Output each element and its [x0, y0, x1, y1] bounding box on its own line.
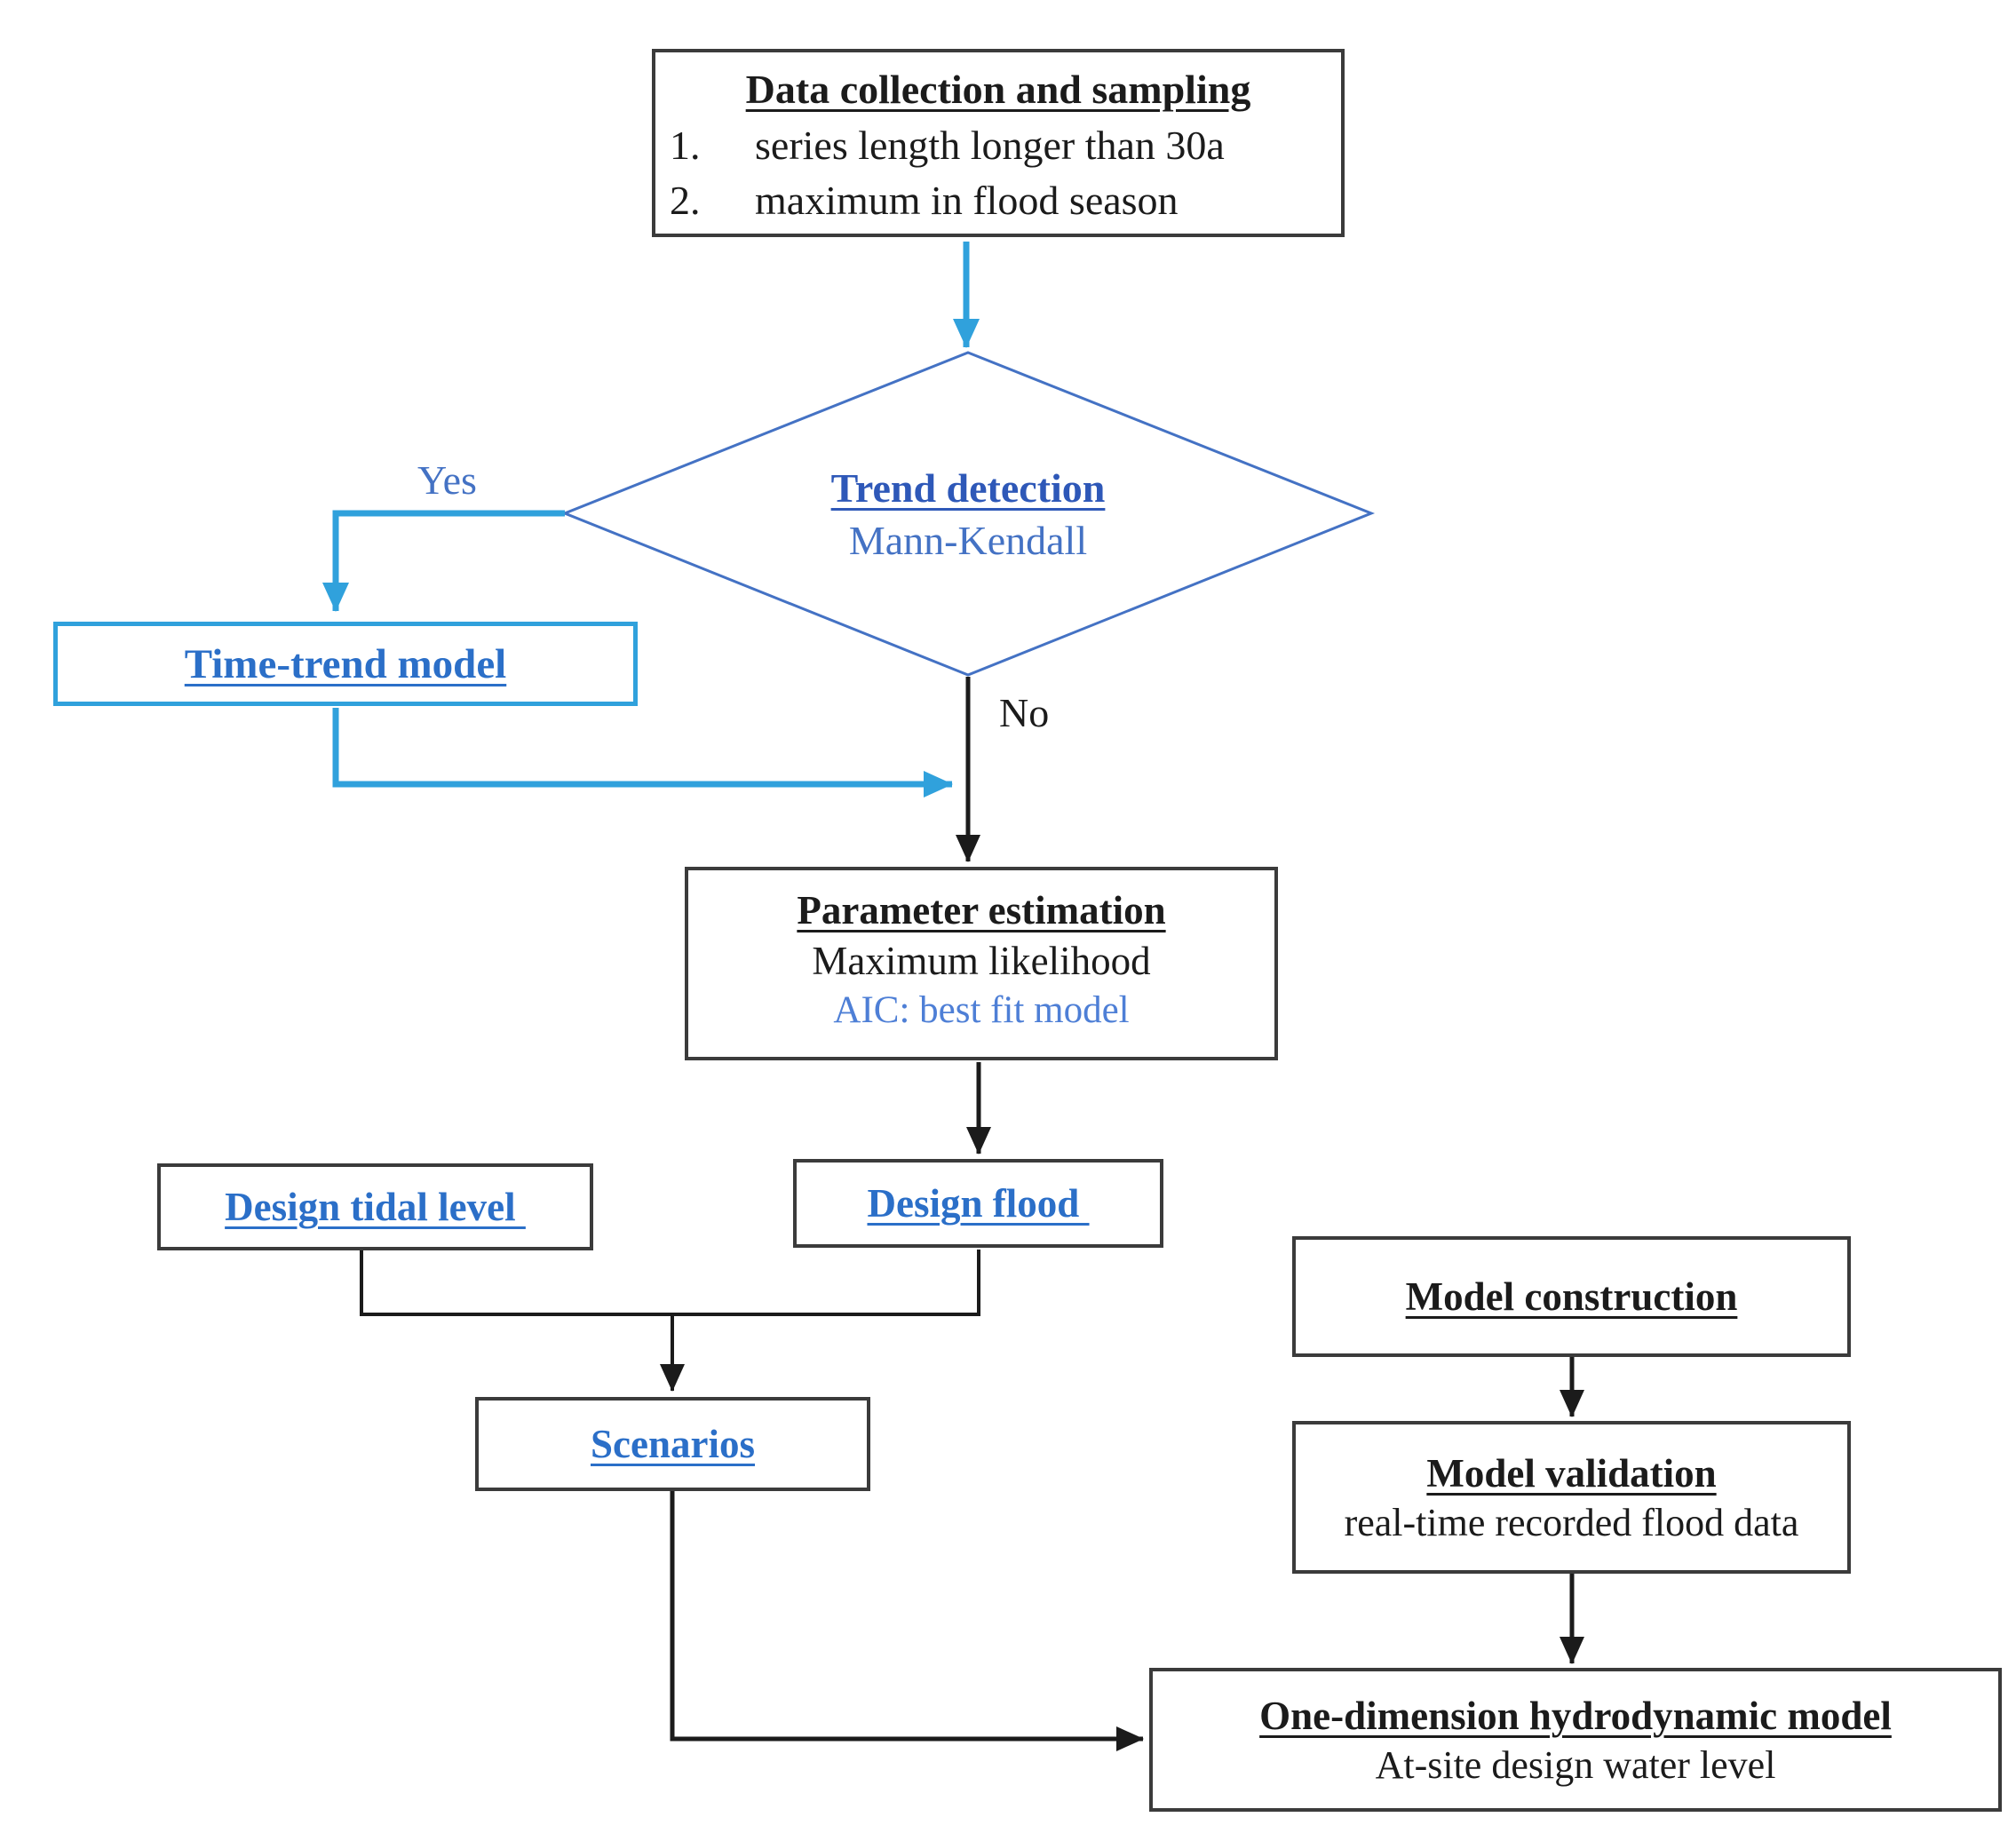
trend-detection-title: Trend detection	[830, 465, 1106, 511]
hydrodynamic-title: One-dimension hydrodynamic model	[1259, 1694, 1892, 1738]
node-design-tidal-level: Design tidal level	[157, 1163, 593, 1250]
edge-label-no: No	[999, 690, 1050, 735]
parameter-estimation-criterion: AIC: best fit model	[833, 989, 1130, 1031]
node-time-trend-model: Time-trend model	[53, 622, 638, 706]
node-trend-detection: Trend detection Mann-Kendall	[657, 462, 1279, 567]
node-scenarios: Scenarios	[475, 1397, 870, 1491]
node-parameter-estimation: Parameter estimation Maximum likelihood …	[685, 867, 1278, 1060]
edge-design-junction	[360, 1250, 980, 1316]
node-model-validation: Model validation real-time recorded floo…	[1292, 1421, 1851, 1574]
edge-label-yes: Yes	[417, 457, 477, 503]
model-construction-title: Model construction	[1405, 1274, 1738, 1319]
design-tidal-title: Design tidal level	[225, 1185, 526, 1229]
model-validation-subtitle: real-time recorded flood data	[1344, 1501, 1799, 1544]
trend-detection-method: Mann-Kendall	[848, 518, 1088, 563]
model-validation-title: Model validation	[1426, 1451, 1717, 1496]
parameter-estimation-title: Parameter estimation	[797, 888, 1166, 932]
list-item-text: maximum in flood season	[755, 178, 1179, 223]
node-design-flood: Design flood	[793, 1159, 1163, 1248]
parameter-estimation-method: Maximum likelihood	[812, 939, 1151, 983]
scenarios-title: Scenarios	[591, 1422, 755, 1466]
data-collection-list: 1. series length longer than 30a 2. maxi…	[655, 116, 1341, 228]
edge-timetrend-to-mainline	[332, 708, 953, 798]
node-hydrodynamic-model: One-dimension hydrodynamic model At-site…	[1149, 1668, 2002, 1812]
data-collection-title: Data collection and sampling	[745, 67, 1251, 112]
hydrodynamic-subtitle: At-site design water level	[1375, 1743, 1776, 1787]
node-model-construction: Model construction	[1292, 1236, 1851, 1357]
list-item-number: 2.	[670, 178, 701, 223]
design-flood-title: Design flood	[867, 1181, 1090, 1226]
edge-yes-to-timetrend	[322, 510, 565, 612]
edge-scenarios-to-hydro	[670, 1491, 1144, 1751]
time-trend-title: Time-trend model	[184, 640, 507, 687]
list-item-text: series length longer than 30a	[755, 123, 1225, 168]
list-item-number: 1.	[670, 123, 701, 168]
node-data-collection: Data collection and sampling 1. series l…	[652, 49, 1345, 237]
